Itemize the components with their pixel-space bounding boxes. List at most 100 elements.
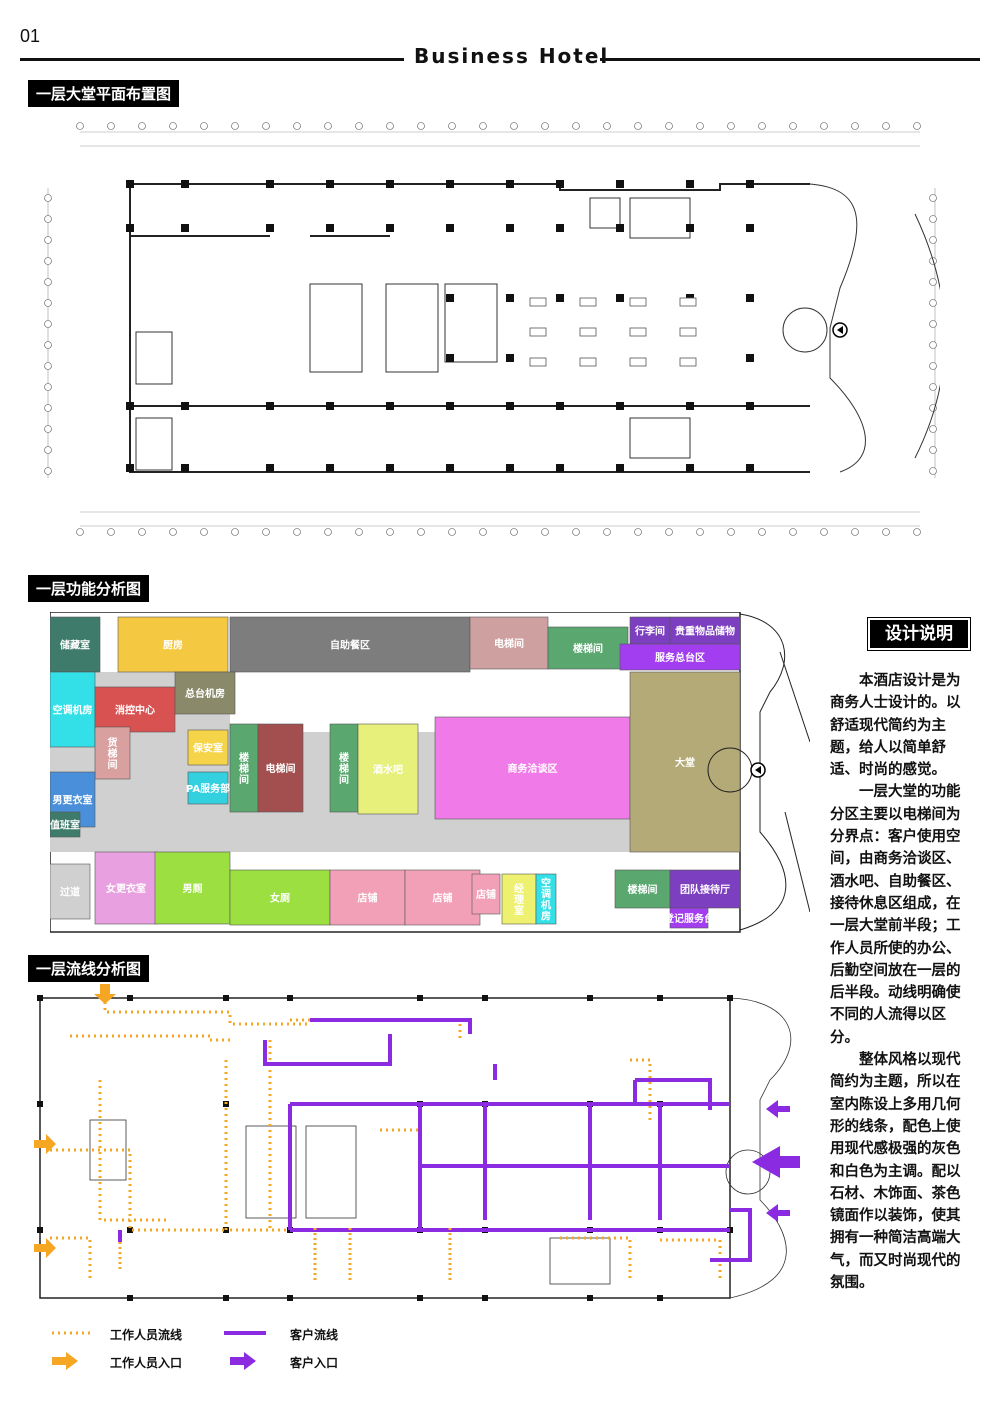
axis-marker [929, 425, 937, 433]
column [181, 402, 189, 410]
column [127, 1227, 133, 1233]
zone-label: 消控中心 [115, 704, 155, 717]
zone-25 [229, 869, 331, 926]
axis-marker [665, 528, 673, 536]
sofa [629, 357, 647, 367]
zone-label: 值班室 [50, 819, 80, 832]
zone-18 [434, 716, 631, 820]
zone-8 [50, 671, 96, 748]
axis-marker [479, 528, 487, 536]
zone-0 [50, 616, 101, 673]
axis-marker [293, 122, 301, 130]
flow-section-title: 一层流线分析图 [28, 955, 150, 982]
sofa [629, 327, 647, 337]
zone-label: 电梯间 [494, 637, 524, 650]
column [127, 995, 133, 1001]
design-description: 本酒店设计是为商务人士设计的。以舒适现代简约为主题，给人以简单舒适、时尚的感觉。… [830, 670, 972, 1294]
column [746, 294, 754, 302]
zone-label: 登记服务台 [663, 912, 714, 925]
column [556, 294, 564, 302]
axis-marker [44, 362, 52, 370]
staff-flow-swatch [50, 1028, 110, 1052]
axis-marker [44, 341, 52, 349]
column [616, 180, 624, 188]
axis-marker [758, 528, 766, 536]
axis-marker [929, 299, 937, 307]
axis-marker [572, 528, 580, 536]
zone-label: 保安室 [192, 742, 223, 755]
column [587, 1295, 593, 1301]
customer-entry-arrow-icon [230, 1352, 256, 1370]
column [126, 464, 134, 472]
zone-26 [329, 869, 406, 926]
axis-marker [510, 122, 518, 130]
axis-marker [231, 122, 239, 130]
zone-12 [187, 729, 229, 766]
axis-marker [634, 528, 642, 536]
plan-section-title: 一层大堂平面布置图 [28, 80, 180, 107]
column [417, 1295, 423, 1301]
axis-marker [820, 528, 828, 536]
axis-marker [541, 122, 549, 130]
axis-marker [44, 404, 52, 412]
axis-marker [44, 446, 52, 454]
axis-marker [324, 122, 332, 130]
zone-17 [357, 723, 419, 815]
zone-24 [154, 851, 231, 925]
zone-label: 间 [239, 773, 249, 786]
axis-marker [138, 122, 146, 130]
legend-staff-flow: 工作人员流线 [110, 1328, 183, 1342]
column [386, 402, 394, 410]
axis-marker [929, 215, 937, 223]
zone-label: 团队接待厅 [680, 883, 730, 896]
zone-label: 调 [541, 888, 551, 901]
zone-label: 楼梯间 [573, 642, 603, 655]
zone-label: 机 [541, 899, 551, 912]
axis-marker [448, 528, 456, 536]
axis-marker [386, 122, 394, 130]
axis-marker [929, 341, 937, 349]
axis-marker [913, 122, 921, 130]
column [616, 294, 624, 302]
zone-11 [94, 726, 131, 780]
axis-marker [262, 122, 270, 130]
column [326, 464, 334, 472]
zone-label: 贵重物品储物 [675, 625, 735, 638]
column [556, 224, 564, 232]
axis-marker [44, 299, 52, 307]
zone-label: 间 [108, 758, 118, 771]
column [482, 1295, 488, 1301]
zone-label: 经 [514, 882, 524, 895]
zone-label: 男更衣室 [53, 794, 93, 807]
axis-marker [44, 425, 52, 433]
column [266, 464, 274, 472]
sofa [679, 357, 697, 367]
column [266, 402, 274, 410]
axis-marker [929, 446, 937, 454]
column [746, 402, 754, 410]
axis-marker [789, 528, 797, 536]
column [223, 1295, 229, 1301]
axis-marker [44, 278, 52, 286]
column [506, 294, 514, 302]
sofa [679, 327, 697, 337]
zone-label: 总台机房 [185, 687, 225, 700]
zone-label: 室 [514, 904, 524, 917]
axis-marker [44, 215, 52, 223]
axis-marker [634, 122, 642, 130]
zone-29 [501, 873, 537, 925]
zone-label: 储藏室 [59, 639, 90, 652]
zone-23 [94, 851, 158, 925]
axis-marker [929, 236, 937, 244]
column [556, 464, 564, 472]
axis-marker [929, 320, 937, 328]
axis-marker [44, 194, 52, 202]
column [746, 224, 754, 232]
column [326, 180, 334, 188]
sofa [579, 297, 597, 307]
circulation-flow-diagram [34, 984, 800, 1301]
column [181, 180, 189, 188]
axis-marker [603, 122, 611, 130]
column [556, 180, 564, 188]
column [287, 1295, 293, 1301]
